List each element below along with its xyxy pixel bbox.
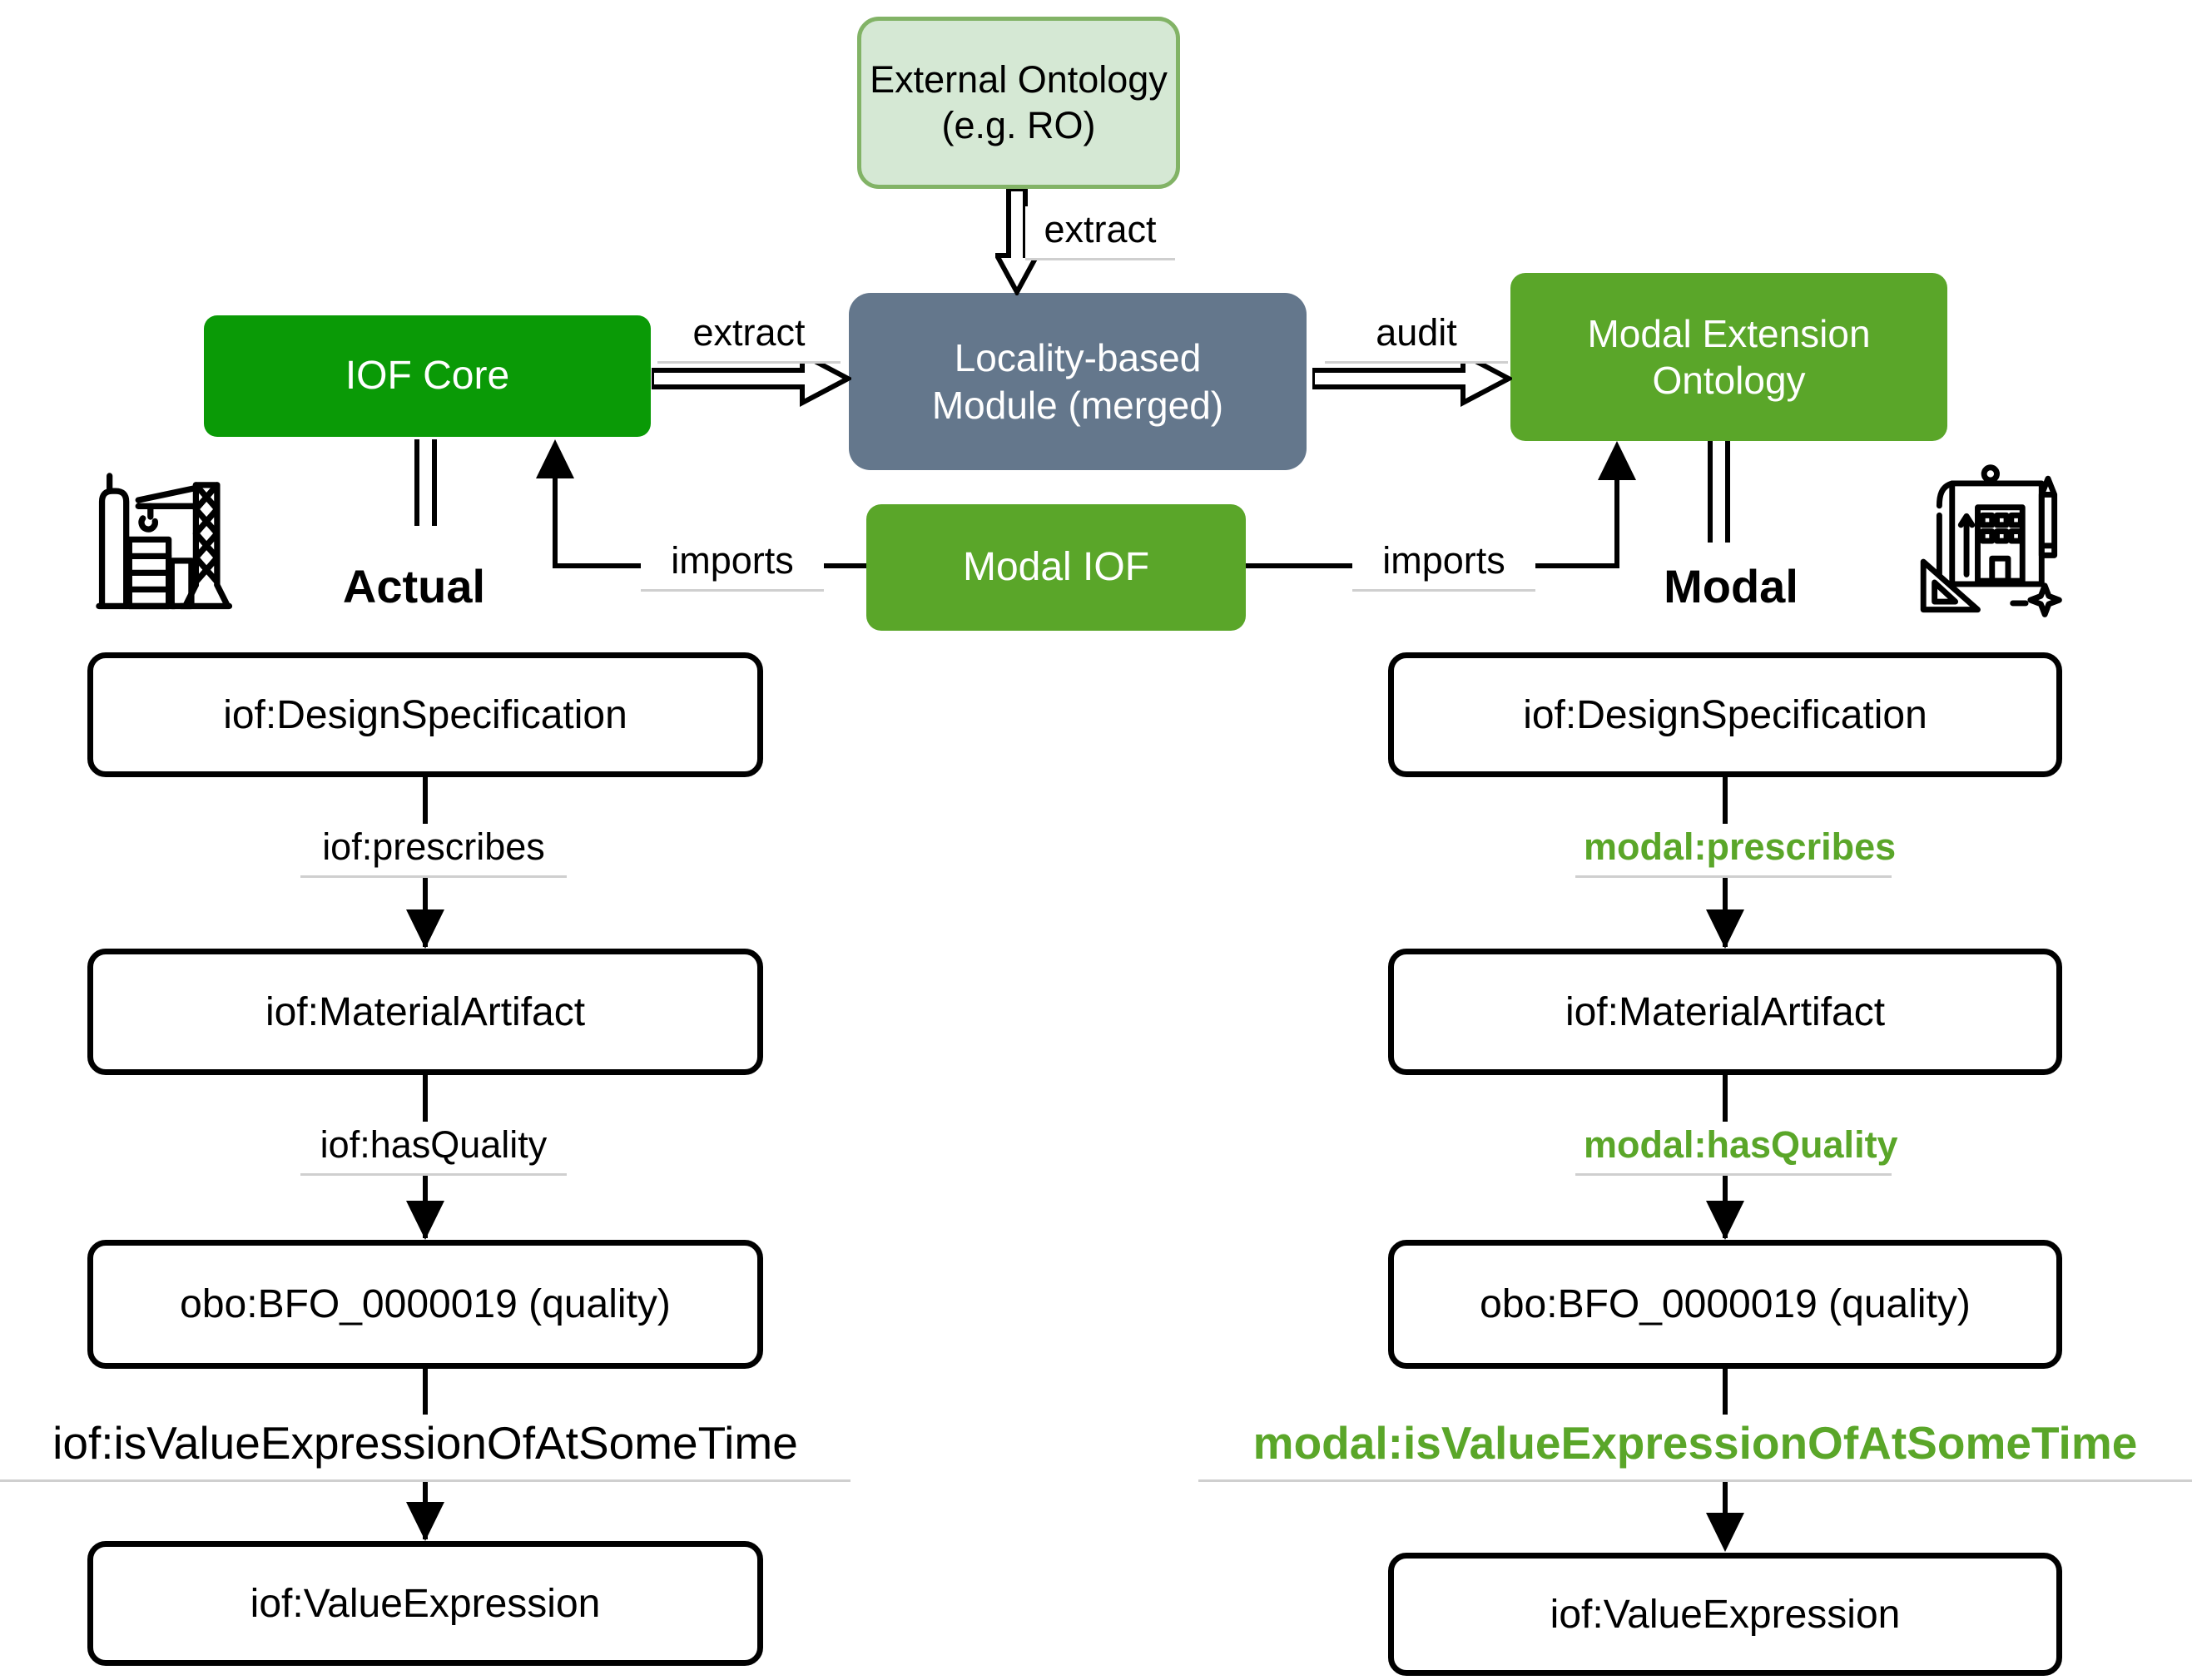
factory-crane-icon <box>96 473 233 610</box>
locality-module-label-line2: Module (merged) <box>931 383 1224 427</box>
left-box-bfo-quality: obo:BFO_0000019 (quality) <box>87 1240 763 1369</box>
modal-extension-label-line2: Ontology <box>1652 359 1806 402</box>
left-edge-label-prescribes: iof:prescribes <box>300 824 567 878</box>
edge-label-imports-left: imports <box>641 538 824 592</box>
imports-left-vline <box>553 468 558 567</box>
modal-equivalence-connector <box>1708 441 1730 543</box>
edge-label-audit: audit <box>1325 310 1508 364</box>
actual-label: Actual <box>342 560 486 612</box>
left-box-design-specification: iof:DesignSpecification <box>87 652 763 777</box>
left-box-material-artifact: iof:MaterialArtifact <box>87 949 763 1075</box>
edge-label-imports-right: imports <box>1352 538 1535 592</box>
right-box-value-expression: iof:ValueExpression <box>1388 1553 2062 1676</box>
right-edge-label-modal-has-quality: modal:hasQuality <box>1575 1122 1898 1176</box>
right-edge-label-modal-prescribes: modal:prescribes <box>1575 824 1896 878</box>
modal-label: Modal <box>1664 560 1798 612</box>
right-box-design-specification: iof:DesignSpecification <box>1388 652 2062 777</box>
audit-right-arrow <box>1312 350 1512 407</box>
left-edge-label-has-quality: iof:hasQuality <box>300 1122 567 1176</box>
external-ontology-label-line2: (e.g. RO) <box>941 103 1096 146</box>
extract-right-arrow <box>652 350 851 407</box>
right-box-bfo-quality: obo:BFO_0000019 (quality) <box>1388 1240 2062 1369</box>
right-box-label: obo:BFO_0000019 (quality) <box>1480 1282 1971 1326</box>
right-box-label: iof:MaterialArtifact <box>1565 989 1886 1034</box>
right-box-label: iof:DesignSpecification <box>1523 692 1927 737</box>
right-box-material-artifact: iof:MaterialArtifact <box>1388 949 2062 1075</box>
left-box-value-expression: iof:ValueExpression <box>87 1541 763 1666</box>
left-box-label: iof:ValueExpression <box>250 1581 601 1626</box>
left-box-label: iof:MaterialArtifact <box>265 989 586 1034</box>
actual-equivalence-connector <box>414 439 437 526</box>
modal-extension-ontology-node: Modal Extension Ontology <box>1510 273 1947 441</box>
edge-label-extract-mid: extract <box>657 310 841 364</box>
modal-extension-label-line1: Modal Extension <box>1587 311 1871 355</box>
edge-label-extract-top: extract <box>1025 206 1175 260</box>
locality-module-node: Locality-based Module (merged) <box>849 293 1307 470</box>
imports-right-vline <box>1614 469 1619 568</box>
modal-iof-node: Modal IOF <box>866 504 1246 631</box>
left-box-label: obo:BFO_0000019 (quality) <box>180 1282 671 1326</box>
locality-module-label-line1: Locality-based <box>954 336 1202 380</box>
right-box-label: iof:ValueExpression <box>1550 1592 1901 1637</box>
external-ontology-label-line1: External Ontology <box>870 57 1168 101</box>
iof-core-label: IOF Core <box>345 353 510 398</box>
extract-down-arrow <box>995 189 1039 295</box>
left-box-label: iof:DesignSpecification <box>223 692 627 737</box>
iof-core-node: IOF Core <box>204 315 651 437</box>
right-edge-label-modal-is-value-expression: modal:isValueExpressionOfAtSomeTime <box>1198 1415 2192 1482</box>
external-ontology-node: External Ontology (e.g. RO) <box>857 17 1180 189</box>
modal-iof-label: Modal IOF <box>962 544 1150 589</box>
left-edge-label-is-value-expression: iof:isValueExpressionOfAtSomeTime <box>0 1415 851 1482</box>
blueprint-design-icon <box>1920 464 2062 617</box>
